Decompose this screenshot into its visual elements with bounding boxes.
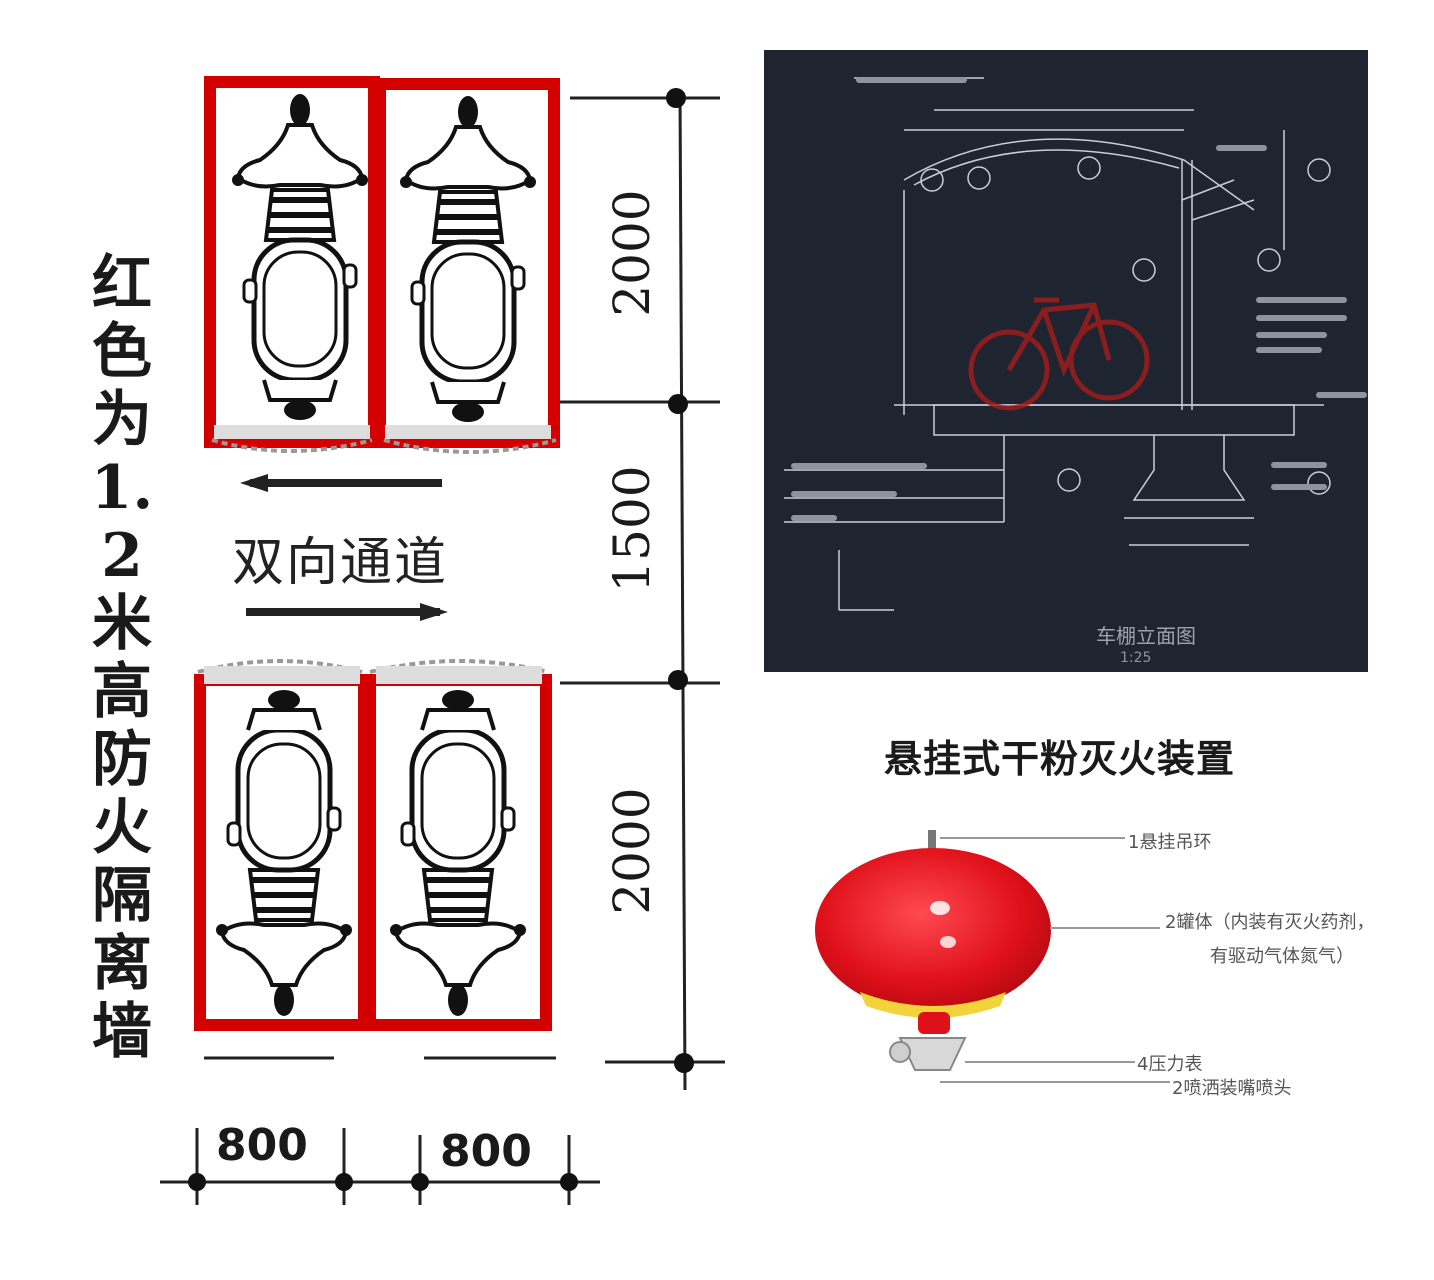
label-body-line2: 有驱动气体氮气） [1210, 946, 1354, 967]
fire-wall-note: 红色为1.2米高防火隔离墙 [90, 249, 154, 1067]
cad-elevation-drawing [764, 50, 1368, 672]
parking-plan-drawing [160, 76, 725, 1205]
cad-scale: 1:25 [1120, 650, 1152, 666]
label-body-line1: 2罐体（内装有灭火药剂， [1165, 912, 1375, 933]
extinguisher-title: 悬挂式干粉灭火装置 [884, 737, 1236, 781]
extinguisher-illustration [815, 830, 1170, 1083]
carport-elevation-svg [784, 77, 1367, 611]
label-gauge: 4压力表 [1137, 1054, 1203, 1075]
dimension-aisle: 1500 [603, 465, 661, 593]
dimension-bottom: 2000 [603, 787, 661, 915]
dimension-top: 2000 [603, 189, 661, 317]
aisle-label: 双向通道 [232, 533, 449, 593]
dimension-width-right: 800 [440, 1126, 532, 1177]
dimension-width-left: 800 [216, 1120, 308, 1171]
cad-title: 车棚立面图 [1096, 624, 1196, 648]
label-hook: 1悬挂吊环 [1128, 832, 1212, 853]
label-nozzle: 2喷洒装嘴喷头 [1172, 1078, 1292, 1099]
